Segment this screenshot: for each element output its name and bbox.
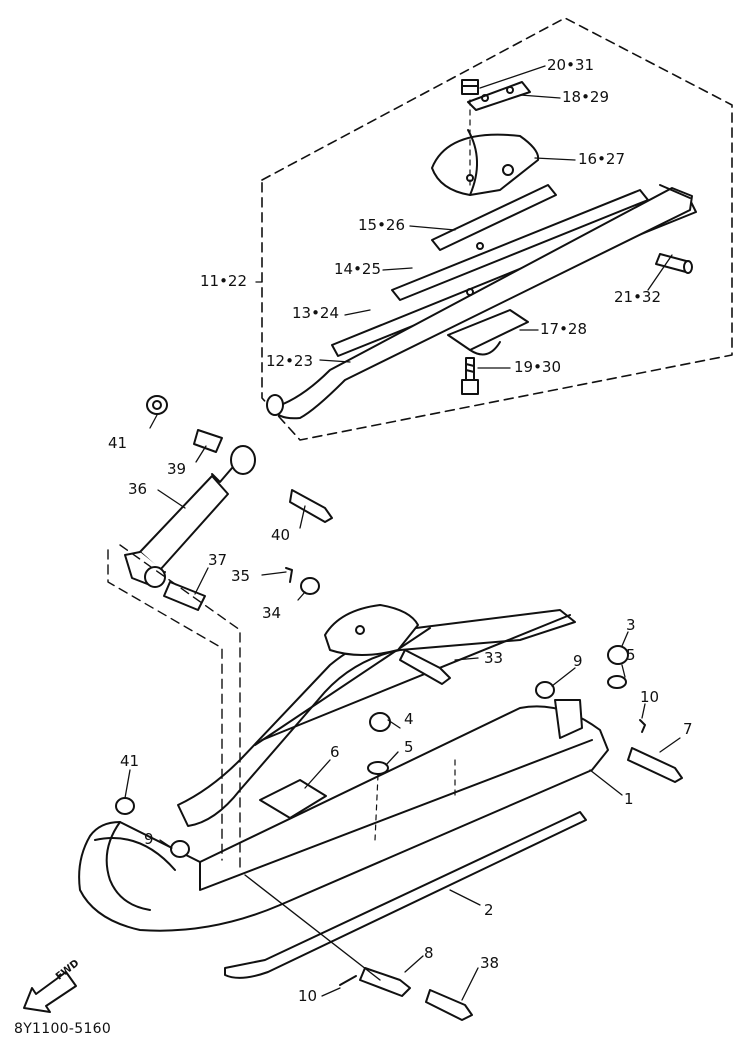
callout-9-upper: 9	[573, 652, 583, 670]
nut-41-top	[146, 395, 168, 415]
shock-absorber-36	[124, 445, 256, 588]
damper-3	[607, 645, 629, 665]
callout-17-28: 17•28	[540, 320, 588, 338]
bolt-7	[627, 747, 683, 783]
callout-8: 8	[424, 944, 434, 962]
nut-4	[369, 712, 391, 732]
callout-41-bottom: 41	[120, 752, 140, 770]
washer-5a	[607, 675, 627, 689]
callout-38: 38	[480, 954, 500, 972]
callout-9-lower: 9	[144, 830, 154, 848]
callout-33: 33	[484, 649, 504, 667]
bolt-40	[289, 489, 333, 523]
plate-18-29	[467, 81, 531, 111]
callout-21-32: 21•32	[614, 288, 662, 306]
bolt-33	[399, 649, 451, 685]
callout-6: 6	[330, 743, 340, 761]
nut-9a	[535, 681, 555, 699]
callout-3: 3	[626, 616, 636, 634]
callout-40: 40	[271, 526, 291, 544]
callout-34: 34	[262, 604, 282, 622]
callout-4: 4	[404, 710, 414, 728]
clamp-16-27	[431, 133, 540, 196]
spring-assembly-boundary	[261, 17, 733, 441]
callout-5-lower: 5	[404, 738, 414, 756]
callout-14-25: 14•25	[334, 260, 382, 278]
callout-1: 1	[624, 790, 634, 808]
callout-12-23: 12•23	[266, 352, 314, 370]
nut-9b	[170, 840, 190, 858]
callout-19-30: 19•30	[514, 358, 562, 376]
callout-20-31: 20•31	[547, 56, 595, 74]
leaf-15-26	[431, 184, 557, 251]
callout-5-upper: 5	[626, 646, 636, 664]
leaf-12-23	[271, 187, 693, 420]
callout-10-lower: 10	[298, 987, 318, 1005]
callout-2: 2	[484, 901, 494, 919]
bracket-6	[259, 779, 327, 819]
callout-16-27: 16•27	[578, 150, 626, 168]
bolt-38	[425, 989, 473, 1021]
nut-34	[300, 577, 320, 595]
pin-21-32	[655, 253, 693, 274]
callout-37: 37	[208, 551, 228, 569]
collar-39	[193, 429, 223, 453]
washer-5b	[367, 761, 389, 775]
cotter-pin-10a	[639, 719, 646, 733]
callout-7: 7	[683, 720, 693, 738]
nut-41-bottom	[115, 797, 135, 815]
nut-20-31	[461, 79, 479, 95]
callout-36: 36	[128, 480, 148, 498]
runner-2	[224, 811, 587, 979]
seat-17-28	[447, 309, 529, 351]
collar-37	[163, 581, 206, 611]
callout-13-24: 13•24	[292, 304, 340, 322]
bolt-19-30	[461, 357, 479, 395]
callout-18-29: 18•29	[562, 88, 610, 106]
pin-8	[359, 967, 411, 997]
callout-41-top: 41	[108, 434, 128, 452]
cotter-pin-10b	[339, 975, 357, 986]
callout-35: 35	[231, 567, 251, 585]
forward-arrow-icon: FWD	[22, 958, 82, 1014]
drawing-code: 8Y1100-5160	[14, 1021, 112, 1037]
callout-10-upper: 10	[640, 688, 660, 706]
pin-35	[285, 567, 293, 583]
callout-15-26: 15•26	[358, 216, 406, 234]
callout-39: 39	[167, 460, 187, 478]
callout-11-22: 11•22	[200, 272, 248, 290]
ski-1	[78, 705, 609, 932]
